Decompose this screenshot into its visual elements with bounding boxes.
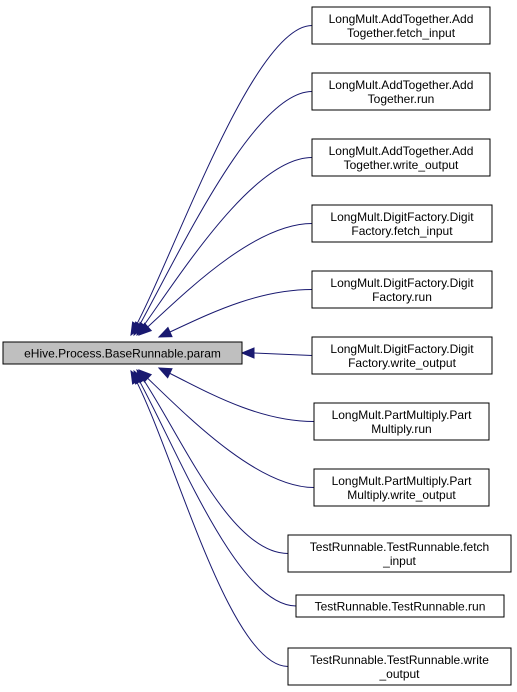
call-edge: [138, 223, 313, 336]
caller-node-label: Together.fetch_input: [347, 26, 456, 40]
nodes-layer: eHive.Process.BaseRunnable.param LongMul…: [2, 6, 512, 686]
caller-node[interactable]: LongMult.DigitFactory.DigitFactory.run: [311, 270, 493, 309]
caller-node-label: TestRunnable.TestRunnable.fetch: [310, 540, 489, 554]
caller-node-label: LongMult.AddTogether.Add: [329, 12, 474, 26]
caller-node-label: Multiply.write_output: [347, 488, 456, 502]
caller-node-box: [295, 594, 505, 618]
call-edge: [130, 370, 289, 667]
caller-node-label: TestRunnable.TestRunnable.write: [310, 653, 489, 667]
caller-node-label: LongMult.AddTogether.Add: [329, 144, 474, 158]
caller-node-label: LongMult.PartMultiply.Part: [332, 408, 473, 422]
caller-node-label: _input: [382, 554, 416, 568]
edges-layer: [130, 25, 315, 667]
caller-node-box: [311, 6, 491, 45]
call-edge: [130, 25, 313, 336]
root-node-box: [2, 341, 243, 365]
caller-node-box: [313, 402, 490, 441]
caller-node-label: LongMult.DigitFactory.Digit: [330, 210, 474, 224]
call-edge: [133, 91, 313, 336]
caller-node[interactable]: TestRunnable.TestRunnable.fetch_input: [287, 534, 512, 573]
caller-node[interactable]: TestRunnable.TestRunnable.write_output: [287, 647, 512, 686]
call-edge: [158, 289, 313, 338]
caller-node[interactable]: LongMult.AddTogether.AddTogether.run: [311, 72, 491, 111]
caller-node-box: [311, 204, 493, 243]
caller-node-label: Multiply.run: [371, 422, 431, 436]
caller-node-label: Factory.write_output: [348, 356, 456, 370]
call-edge: [158, 367, 315, 422]
caller-node-label: TestRunnable.TestRunnable.run: [315, 600, 486, 614]
caller-node-label: LongMult.AddTogether.Add: [329, 78, 474, 92]
root-node-label: eHive.Process.BaseRunnable.param: [24, 347, 221, 361]
arrowhead: [240, 347, 255, 359]
caller-node-box: [311, 336, 493, 375]
arrowhead: [157, 367, 173, 379]
caller-node-label: LongMult.PartMultiply.Part: [332, 474, 473, 488]
caller-node-label: Factory.fetch_input: [351, 224, 453, 238]
call-edge: [138, 369, 315, 488]
arrowhead: [138, 322, 153, 336]
caller-node-box: [311, 270, 493, 309]
caller-node[interactable]: LongMult.PartMultiply.PartMultiply.write…: [313, 468, 490, 507]
caller-node[interactable]: LongMult.PartMultiply.PartMultiply.run: [313, 402, 490, 441]
caller-node-box: [311, 138, 491, 177]
caller-node[interactable]: LongMult.AddTogether.AddTogether.write_o…: [311, 138, 491, 177]
call-edge: [253, 352, 313, 356]
caller-node[interactable]: LongMult.DigitFactory.DigitFactory.fetch…: [311, 204, 493, 243]
caller-node[interactable]: LongMult.DigitFactory.DigitFactory.write…: [311, 336, 493, 375]
caller-node-label: LongMult.DigitFactory.Digit: [330, 342, 474, 356]
arrowhead: [130, 369, 143, 385]
caller-node-box: [287, 534, 512, 573]
caller-node-label: LongMult.DigitFactory.Digit: [330, 276, 474, 290]
caller-node-box: [313, 468, 490, 507]
caller-node-label: Factory.run: [372, 290, 432, 304]
call-edge: [133, 370, 297, 607]
call-edge: [136, 369, 289, 554]
caller-node-box: [287, 647, 512, 686]
arrowhead: [157, 326, 173, 338]
caller-node-label: Together.run: [368, 92, 435, 106]
caller-node[interactable]: LongMult.AddTogether.AddTogether.fetch_i…: [311, 6, 491, 45]
caller-node[interactable]: TestRunnable.TestRunnable.run: [295, 594, 505, 618]
call-edge: [136, 157, 313, 336]
root-node[interactable]: eHive.Process.BaseRunnable.param: [2, 341, 243, 365]
caller-node-label: Together.write_output: [344, 158, 459, 172]
caller-node-box: [311, 72, 491, 111]
caller-node-label: _output: [378, 667, 420, 681]
